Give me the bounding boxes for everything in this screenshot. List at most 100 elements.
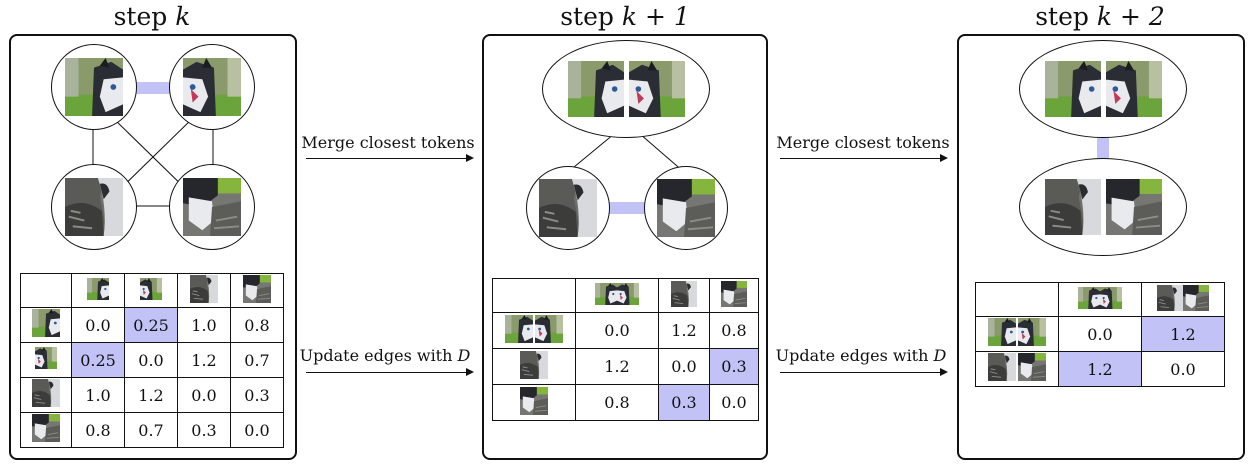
corner-cell [20, 273, 72, 308]
distance-cell: 0.0 [177, 377, 231, 413]
table-header-row [492, 278, 759, 313]
husky-face-right-image [628, 61, 686, 117]
update-arrow-1 [306, 368, 474, 376]
step-k2-distance-table: 0.0 1.2 1.2 0.0 [975, 282, 1225, 387]
distance-cell: 0.0 [1058, 316, 1142, 352]
distance-cell: 0.3 [177, 412, 231, 448]
merge-arrow-label-2: Merge closest tokens [776, 133, 950, 152]
husky-leg-grass-image [1017, 353, 1047, 381]
token-node-ab [542, 40, 710, 138]
step-k2-title: step k + 2 [1030, 2, 1170, 31]
distance-cell: 0.8 [71, 412, 125, 448]
row-header-leg-grass [20, 412, 72, 448]
step-k2-panel: 0.0 1.2 1.2 0.0 [957, 34, 1245, 460]
husky-face-left-image [567, 61, 625, 117]
distance-cell: 0.8 [230, 307, 284, 343]
distance-cell: 0.0 [709, 384, 759, 421]
step-k-panel: 0.0 0.25 1.0 0.8 0.25 0.0 1.2 0.7 1.0 1.… [9, 34, 297, 460]
token-node-c [526, 166, 610, 250]
step-k2-graph-edges [1097, 134, 1109, 160]
row-header-leg-grass [492, 384, 576, 421]
distance-cell: 0.0 [124, 342, 178, 378]
step-k-title: step k [112, 2, 192, 31]
table-row: 0.0 1.2 [975, 316, 1225, 352]
husky-leg-grass-image [183, 178, 241, 236]
distance-cell: 1.2 [658, 312, 710, 349]
col-header-face-pair [575, 278, 659, 313]
distance-cell: 0.3 [230, 377, 284, 413]
merge-arrow-2 [780, 154, 948, 162]
merge-edge-c-d [598, 202, 654, 214]
step-k-distance-table: 0.0 0.25 1.0 0.8 0.25 0.0 1.2 0.7 1.0 1.… [20, 273, 284, 448]
step-k1-title: step k + 1 [555, 2, 695, 31]
token-node-b [169, 44, 255, 130]
distance-cell-highlight: 0.3 [658, 384, 710, 421]
step-k1-title-text: step [560, 2, 614, 31]
token-node-a [51, 44, 137, 130]
husky-face-left-image [87, 275, 109, 303]
row-header-face-pair [492, 312, 576, 349]
edge-ab-d [639, 133, 685, 173]
husky-paw-rock-image [520, 351, 548, 379]
table-row: 0.8 0.7 0.3 0.0 [20, 412, 284, 448]
table-row: 0.0 1.2 0.8 [492, 312, 759, 349]
token-node-ab [1019, 40, 1187, 138]
col-header-leg-grass [709, 278, 759, 313]
distance-cell: 0.7 [230, 342, 284, 378]
row-header-face-left [20, 307, 72, 343]
husky-face-right-image [1100, 284, 1122, 312]
husky-face-left-image [65, 58, 123, 116]
col-header-face-left [71, 273, 125, 308]
step-k-title-var: k [175, 2, 191, 31]
husky-paw-rock-image [32, 379, 60, 407]
husky-face-left-image [504, 315, 534, 343]
distance-cell-highlight: 0.3 [709, 348, 759, 385]
token-node-d [169, 164, 255, 250]
col-header-face-pair [1058, 282, 1142, 317]
update-arrow-label-2-text: Update edges with D [775, 346, 947, 365]
husky-paw-rock-image [671, 280, 697, 308]
distance-cell: 0.8 [709, 312, 759, 349]
table-row: 0.8 0.3 0.0 [492, 384, 759, 421]
husky-paw-rock-image [65, 178, 123, 236]
row-header-face-pair [975, 316, 1059, 352]
table-row: 1.0 1.2 0.0 0.3 [20, 377, 284, 413]
table-row: 1.2 0.0 [975, 351, 1225, 387]
merge-arrow-1 [306, 154, 474, 162]
col-header-leg-grass [230, 273, 284, 308]
husky-face-left-image [987, 318, 1017, 346]
update-arrow-label-2: Update edges with D [772, 346, 950, 365]
col-header-paw-leg-pair [1141, 282, 1225, 317]
edge-ab-c [567, 133, 615, 173]
husky-leg-grass-image [721, 280, 747, 308]
husky-face-right-image [1105, 61, 1163, 117]
husky-leg-grass-image [32, 414, 60, 442]
distance-cell: 1.2 [575, 348, 659, 385]
husky-paw-rock-image [1157, 284, 1183, 312]
step-k2-title-text: step [1035, 2, 1089, 31]
distance-cell: 0.0 [658, 348, 710, 385]
husky-leg-grass-image [657, 179, 715, 237]
distance-cell-highlight: 1.2 [1058, 351, 1142, 387]
update-arrow-label-1-text: Update edges with D [299, 346, 471, 365]
col-header-paw-rock [658, 278, 710, 313]
table-header-row [975, 282, 1225, 317]
step-k-title-text: step [113, 2, 168, 31]
step-k1-title-var: k + 1 [621, 2, 690, 31]
distance-cell: 0.7 [124, 412, 178, 448]
corner-cell [975, 282, 1059, 317]
token-node-d [644, 166, 728, 250]
row-header-face-right [20, 342, 72, 378]
row-header-paw-leg-pair [975, 351, 1059, 387]
distance-cell: 0.0 [230, 412, 284, 448]
update-arrow-label-1: Update edges with D [296, 346, 474, 365]
husky-leg-grass-image [243, 275, 271, 303]
husky-face-left-image [1078, 284, 1100, 312]
col-header-face-right [124, 273, 178, 308]
matrix-symbol: D [457, 346, 471, 365]
husky-leg-grass-image [1183, 284, 1209, 312]
husky-paw-rock-image [190, 275, 218, 303]
husky-face-right-image [1017, 318, 1047, 346]
step-k2-title-var: k + 2 [1096, 2, 1165, 31]
distance-cell: 0.8 [575, 384, 659, 421]
